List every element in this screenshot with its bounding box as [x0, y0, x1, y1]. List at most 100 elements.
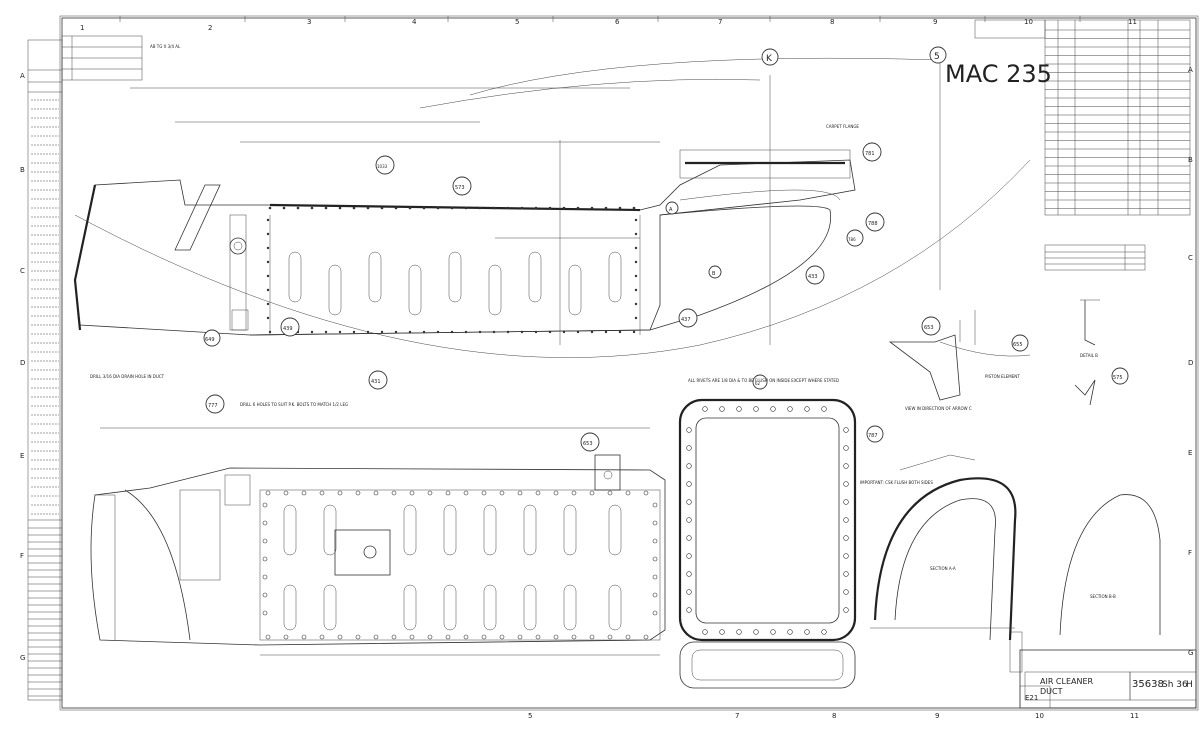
rivet-hole [409, 490, 415, 496]
zone-top-6: 6 [615, 18, 620, 26]
zone-top-11: 11 [1128, 18, 1137, 26]
rivet-hole [427, 490, 433, 496]
rivet [590, 206, 594, 210]
panel-slot [443, 504, 457, 556]
callout-653-top [921, 316, 941, 336]
callout-62-label: 62 [755, 381, 761, 386]
zone-top-5: 5 [515, 18, 519, 26]
panel-slot [523, 584, 537, 631]
panel-rivet [843, 445, 849, 451]
rivet-hole [262, 556, 268, 562]
zone-left-c: C [20, 267, 25, 275]
title-line-2: DUCT [1040, 687, 1063, 696]
zone-right-b: B [1188, 156, 1193, 164]
zone-right-g: G [1188, 649, 1193, 657]
callout-653-bottom-label: 653 [583, 441, 593, 447]
zone-right-c: C [1188, 254, 1193, 262]
panel-rivet [843, 607, 849, 613]
panel-slot [283, 504, 297, 556]
rivet [548, 206, 552, 210]
rivet [604, 206, 608, 210]
rivet-hole [319, 490, 325, 496]
rivet-hole [355, 490, 361, 496]
rivet [394, 206, 398, 210]
callout-787 [866, 425, 884, 443]
rivet-hole [535, 634, 541, 640]
panel-rivet [843, 463, 849, 469]
callout-a [665, 201, 679, 215]
section-b-label: SECTION B-B [1090, 594, 1116, 599]
rivet-hole [652, 538, 658, 544]
rivet-hole [652, 610, 658, 616]
rivet-hole [517, 634, 523, 640]
rivet-hole [589, 490, 595, 496]
panel-slot [323, 504, 337, 556]
panel-rivet [736, 406, 742, 412]
title-line-1: AIR CLEANER [1040, 677, 1094, 686]
rivet-hole [301, 490, 307, 496]
rivet [266, 316, 270, 320]
zone-left-a: A [20, 72, 25, 80]
callout-655 [1011, 334, 1029, 352]
panel-rivet [686, 499, 692, 505]
zone-ticks-top [119, 16, 1081, 22]
callout-788 [865, 212, 885, 232]
rivet-hole [262, 538, 268, 544]
duct-slot [288, 251, 302, 303]
callout-431 [368, 370, 388, 390]
rivet-hole [373, 634, 379, 640]
zone-top-10: 10 [1024, 18, 1033, 26]
rivet [422, 206, 426, 210]
rivet-hole [409, 634, 415, 640]
rivet [634, 316, 638, 320]
callout-1033-label: 1033 [377, 164, 388, 169]
access-panel [678, 398, 857, 689]
rivet-hole [283, 490, 289, 496]
rivet [534, 206, 538, 210]
panel-rivet [686, 607, 692, 613]
callout-653-bottom [580, 432, 600, 452]
section-b-b [1059, 494, 1161, 636]
parts-list-table [974, 19, 1191, 216]
panel-rivet [843, 553, 849, 559]
note-rivets: ALL RIVETS ARE 1/8 DIA & TO BE FLUSH ON … [688, 378, 839, 383]
duct-slot [568, 264, 582, 316]
rivet [520, 206, 524, 210]
callout-k [761, 48, 779, 66]
rivet-hole [643, 634, 649, 640]
rivet-hole [553, 634, 559, 640]
rivet [266, 260, 270, 264]
note-holes: DRILL 6 HOLES TO SUIT P.K. BOLTS TO MATC… [240, 402, 348, 407]
panel-rivet [686, 553, 692, 559]
panel-slot [523, 504, 537, 556]
panel-slot [283, 584, 297, 631]
rivet [450, 330, 454, 334]
callout-439-label: 439 [283, 326, 293, 332]
panel-rivet [787, 629, 793, 635]
panel-slot [323, 584, 337, 631]
rivet [632, 330, 636, 334]
rivet-hole [391, 634, 397, 640]
detail-b [1074, 299, 1100, 406]
rivet [366, 330, 370, 334]
rivet-hole [625, 634, 631, 640]
rivet [632, 206, 636, 210]
rivet [634, 246, 638, 250]
rivet [634, 274, 638, 278]
callout-573 [452, 176, 472, 196]
panel-slot [483, 584, 497, 631]
panel-rivet [719, 629, 725, 635]
rivet [282, 206, 286, 210]
rivet-hole [265, 490, 271, 496]
rivet [310, 330, 314, 334]
panel-rivet [686, 481, 692, 487]
panel-slot [403, 504, 417, 556]
rivet [266, 302, 270, 306]
rivet [492, 330, 496, 334]
rivet-hole [262, 520, 268, 526]
finish-table [1044, 244, 1146, 271]
rivet-hole [262, 574, 268, 580]
callout-5-label: 5 [934, 52, 940, 62]
zone-bottom-5: 5 [528, 712, 532, 720]
callout-655-label: 655 [1013, 342, 1023, 348]
